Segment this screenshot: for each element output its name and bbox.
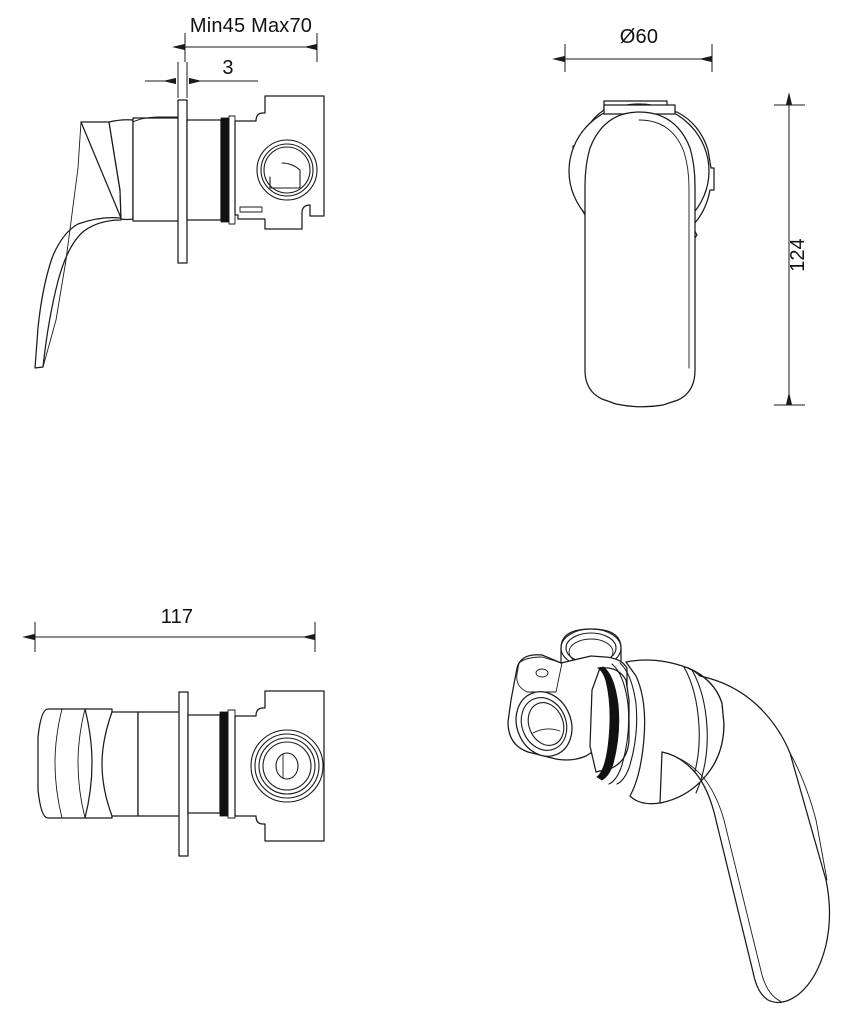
- gasket-ring-plan: [219, 711, 229, 817]
- boss-hole: [535, 668, 549, 678]
- gasket-ring-iso: [596, 662, 638, 785]
- wall-plate: [177, 99, 188, 264]
- dimension-plate-thickness: 3: [145, 57, 258, 98]
- view-plan: [37, 690, 325, 857]
- sleeve-cylinder: [186, 119, 222, 221]
- lever-handle-iso-edge: [789, 752, 828, 881]
- body-cylinder: [132, 117, 180, 222]
- dimension-label-plate-thickness: 3: [222, 57, 233, 79]
- lever-handle-front: [584, 111, 696, 408]
- valve-body: [234, 95, 325, 230]
- view-isometric: [507, 628, 831, 1004]
- view-side-elevation: [34, 95, 325, 369]
- dimension-wall-depth: Min45 Max70: [172, 15, 318, 62]
- valve-body-plan: [234, 690, 325, 842]
- wall-plate-plan: [178, 691, 189, 857]
- transition-collar: [101, 711, 139, 817]
- lever-handle: [34, 121, 122, 369]
- gasket-ring: [220, 117, 230, 223]
- lever-handle-edge: [42, 121, 82, 368]
- valve-boss: [516, 656, 563, 693]
- dimension-label-wall-depth: Min45 Max70: [190, 15, 312, 37]
- dimension-escutcheon-diameter: Ø60: [552, 26, 713, 72]
- handle-cylinder-arc-1: [54, 708, 63, 819]
- valve-neck-iso: [589, 667, 630, 773]
- dimension-label-overall-length: 117: [161, 606, 194, 628]
- valve-port-rings: [256, 139, 318, 201]
- handle-cylinder-end: [37, 708, 96, 819]
- dimension-overall-height: 124: [774, 92, 809, 406]
- handle-cylinder-arc-2: [77, 708, 86, 819]
- body-cylinder-plan: [137, 711, 181, 817]
- escutcheon-top-cap: [603, 104, 676, 115]
- sleeve-cylinder-plan: [187, 714, 221, 814]
- gasket-collar: [228, 115, 236, 225]
- dimension-label-escutcheon-diameter: Ø60: [620, 26, 658, 48]
- body-cylinder-shoulder: [132, 116, 180, 123]
- view-front-elevation: [568, 100, 715, 408]
- dimension-label-overall-height: 124: [787, 238, 809, 271]
- dimension-overall-length: 117: [22, 606, 316, 652]
- valve-center-hole: [275, 752, 299, 780]
- valve-foot-tab: [239, 206, 263, 213]
- lever-handle-iso-contour: [661, 751, 783, 1003]
- gasket-collar-plan: [227, 709, 236, 819]
- valve-port-rings-plan: [250, 729, 324, 803]
- inlet-port-side: [515, 691, 573, 757]
- lever-handle-front-contour: [638, 119, 690, 369]
